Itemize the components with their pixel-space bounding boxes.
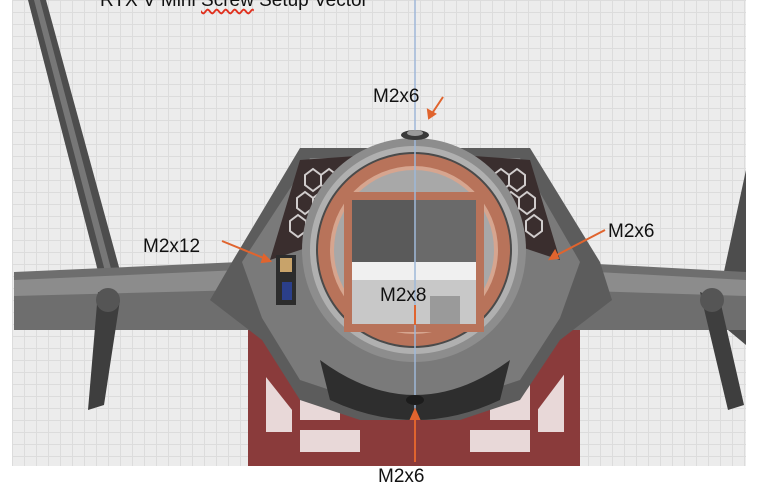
title-suffix: Setup Vector (253, 0, 368, 11)
left-lower-fin (88, 292, 120, 410)
left-margin (0, 0, 12, 486)
document-title: RTX V Mini Screw Setup Vector (100, 0, 368, 12)
callout-right-screw: M2x6 (608, 221, 655, 242)
arrow-left-head (260, 253, 273, 264)
callout-center-screw: M2x8 (380, 285, 427, 306)
callout-arrows (221, 96, 606, 462)
right-lower-fin (700, 292, 744, 410)
title-misspelled-word: Screw (201, 0, 254, 11)
arrow-bottom-head (409, 407, 421, 420)
arrow-right-head (548, 248, 560, 261)
right-margin (746, 0, 768, 486)
camera-cage (344, 192, 484, 332)
callout-left-screw: M2x12 (143, 236, 201, 257)
arrow-left (221, 240, 267, 260)
title-prefix: RTX V Mini (100, 0, 202, 11)
bottom-margin (0, 466, 768, 486)
belly (320, 360, 510, 420)
arrow-right (554, 229, 606, 257)
bottom-screw (406, 395, 424, 405)
callout-bottom-screw: M2x6 (378, 466, 425, 487)
left-camera-module (276, 255, 296, 305)
arrow-top-head (426, 108, 437, 120)
callout-top-screw: M2x6 (373, 86, 420, 107)
